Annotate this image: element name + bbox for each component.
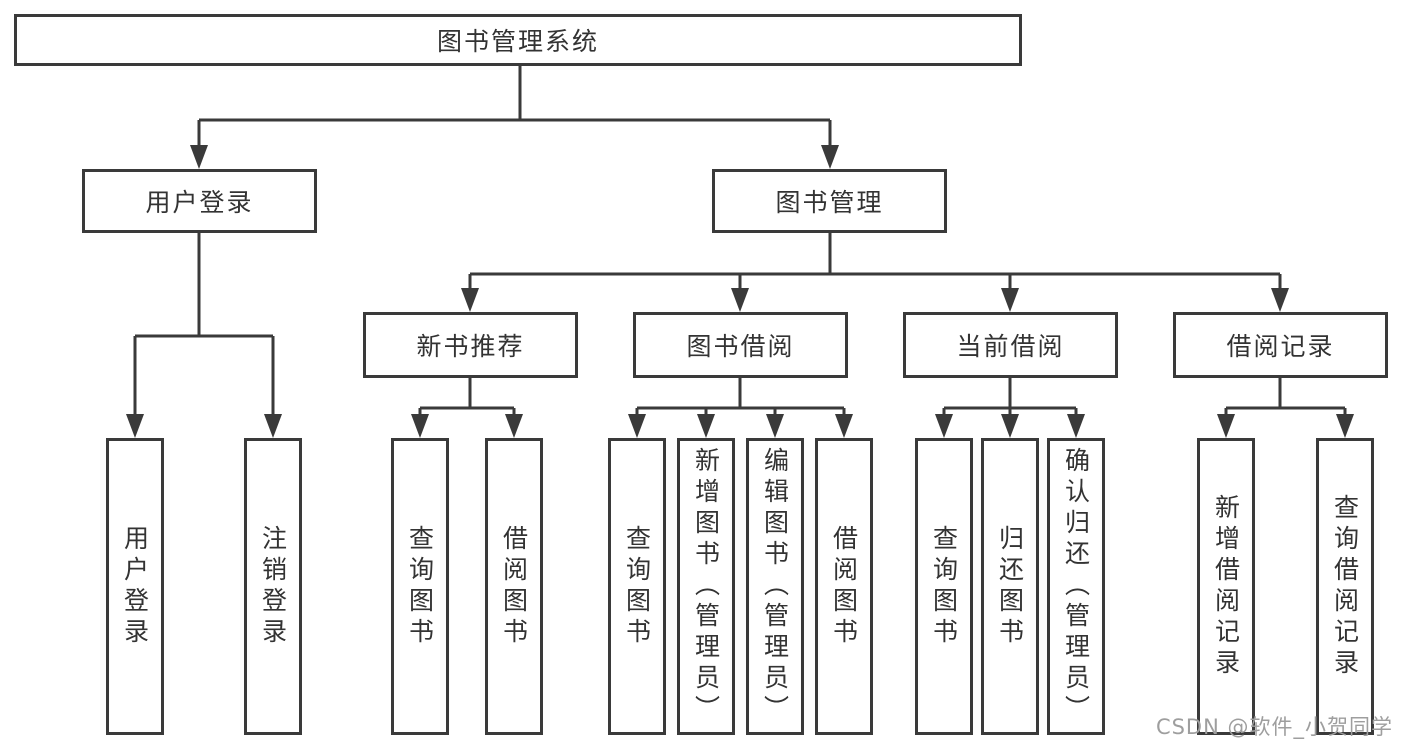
leaf-edit-book-admin: 编辑图书（管理员） [746,438,804,735]
leaf-query-books-borrow-label: 查询图书 [622,524,652,649]
leaf-return-books: 归还图书 [981,438,1039,735]
connector-book-borrow-to-leaves [628,378,853,438]
leaf-query-books-recommend: 查询图书 [391,438,449,735]
leaf-query-borrow-record-label: 查询借阅记录 [1330,493,1360,680]
leaf-edit-book-admin-label: 编辑图书（管理员） [760,447,790,726]
node-book-management: 图书管理 [712,169,947,233]
connector-borrow-records-to-leaves [1217,378,1354,438]
leaf-return-books-label: 归还图书 [995,524,1025,649]
leaf-borrow-books-recommend-label: 借阅图书 [499,524,529,649]
node-book-borrow-label: 图书借阅 [686,332,795,361]
leaf-user-login: 用户登录 [106,438,164,735]
leaf-query-borrow-record: 查询借阅记录 [1316,438,1374,735]
leaf-query-books-current-label: 查询图书 [929,524,959,649]
leaf-logout-label: 注销登录 [258,524,288,649]
leaf-logout: 注销登录 [244,438,302,735]
connector-user-login-to-leaves [126,233,282,438]
node-library-system-label: 图书管理系统 [436,27,599,56]
leaf-add-borrow-record: 新增借阅记录 [1197,438,1255,735]
node-new-book-recommend-label: 新书推荐 [416,332,525,361]
connector-book-management-to-level3 [461,233,1289,312]
connector-current-borrow-to-leaves [935,378,1085,438]
leaf-query-books-recommend-label: 查询图书 [405,524,435,649]
leaf-borrow-books: 借阅图书 [815,438,873,735]
node-user-login: 用户登录 [82,169,317,233]
leaf-query-books-current: 查询图书 [915,438,973,735]
leaf-add-borrow-record-label: 新增借阅记录 [1211,493,1241,680]
leaf-add-book-admin: 新增图书（管理员） [677,438,735,735]
node-new-book-recommend: 新书推荐 [363,312,578,378]
csdn-watermark: CSDN @软件_小贺同学 [1155,715,1393,739]
leaf-confirm-return-admin: 确认归还（管理员） [1047,438,1105,735]
leaf-user-login-label: 用户登录 [120,524,150,649]
node-borrow-records-label: 借阅记录 [1226,332,1335,361]
node-library-system: 图书管理系统 [14,14,1022,66]
node-borrow-records: 借阅记录 [1173,312,1388,378]
leaf-query-books-borrow: 查询图书 [608,438,666,735]
leaf-add-book-admin-label: 新增图书（管理员） [691,447,721,726]
node-book-borrow: 图书借阅 [633,312,848,378]
leaf-borrow-books-recommend: 借阅图书 [485,438,543,735]
connector-root-to-level2 [190,66,839,169]
node-book-management-label: 图书管理 [775,188,884,217]
node-current-borrow: 当前借阅 [903,312,1118,378]
node-user-login-label: 用户登录 [145,188,254,217]
connector-new-book-recommend-to-leaves [411,378,523,438]
leaf-borrow-books-label: 借阅图书 [829,524,859,649]
leaf-confirm-return-admin-label: 确认归还（管理员） [1061,447,1091,726]
node-current-borrow-label: 当前借阅 [956,332,1065,361]
